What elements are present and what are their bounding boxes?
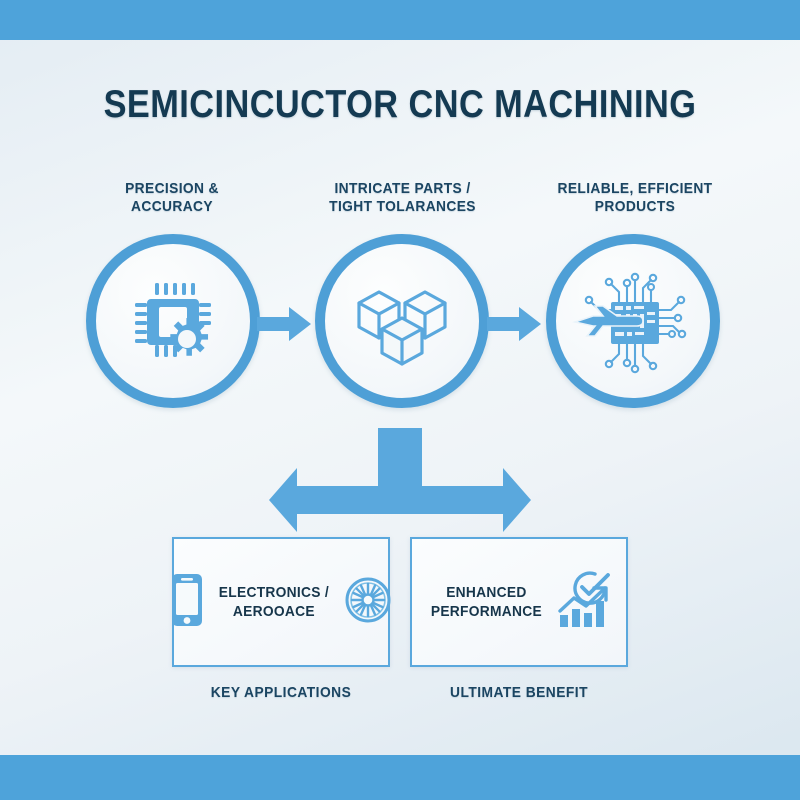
outcome-benefit-content: ENHANCED PERFORMANCE — [426, 570, 613, 635]
outcome-applications-line1: ELECTRONICS / — [218, 584, 330, 601]
isometric-cubes-icon — [348, 266, 458, 376]
top-accent-band — [0, 0, 800, 40]
outcome-benefit-text: ENHANCED PERFORMANCE — [430, 583, 541, 621]
microchip-gear-icon — [128, 276, 218, 366]
bottom-accent-band — [0, 755, 800, 800]
smartphone-icon — [170, 572, 204, 633]
page-title: SEMICINCUCTOR CNC MACHINING — [103, 83, 697, 126]
outcome-box-benefit[interactable]: ENHANCED PERFORMANCE — [410, 537, 628, 667]
caption-key-applications: KEY APPLICATIONS — [210, 684, 352, 701]
node-label-precision-line2: ACCURACY — [131, 198, 213, 215]
node-label-intricate: INTRICATE PARTS / TIGHT TOLARANCES — [313, 180, 492, 216]
node-label-intricate-line1: INTRICATE PARTS / — [334, 180, 471, 197]
outcome-box-applications[interactable]: ELECTRONICS / AEROOACE — [170, 537, 392, 667]
caption-ultimate-benefit: ULTIMATE BENEFIT — [450, 684, 588, 701]
node-label-precision-line1: PRECISION & — [125, 180, 219, 197]
turbine-icon — [344, 576, 392, 629]
connector-arrow-precision-to-intricate — [257, 307, 311, 341]
node-label-reliable-line2: PRODUCTS — [594, 198, 676, 215]
outcome-applications-content: ELECTRONICS / AEROOACE — [170, 572, 392, 633]
check-growth-chart-icon — [556, 570, 612, 635]
outcome-applications-line2: AEROOACE — [233, 603, 315, 620]
connector-arrow-split-right — [399, 428, 531, 532]
node-label-intricate-line2: TIGHT TOLARANCES — [329, 198, 476, 215]
outcome-benefit-line1: ENHANCED — [445, 584, 527, 601]
node-label-reliable: RELIABLE, EFFICIENT PRODUCTS — [538, 180, 731, 216]
node-label-reliable-line1: RELIABLE, EFFICIENT — [557, 180, 713, 197]
flow-node-precision[interactable] — [86, 234, 260, 408]
connector-arrow-split-left — [269, 428, 401, 532]
outcome-applications-text: ELECTRONICS / AEROOACE — [219, 583, 329, 621]
node-label-precision: PRECISION & ACCURACY — [89, 180, 255, 216]
outcome-benefit-line2: PERFORMANCE — [430, 603, 542, 620]
airplane-circuit-icon — [568, 268, 696, 376]
connector-arrow-intricate-to-reliable — [487, 307, 541, 341]
